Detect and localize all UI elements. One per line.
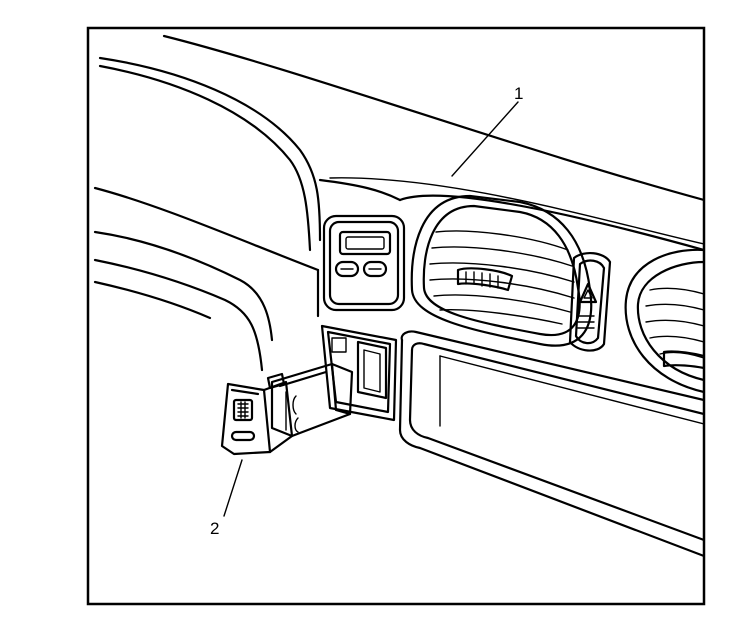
callout-1-label: 1 xyxy=(514,84,523,103)
callout-2-leader xyxy=(223,459,243,517)
callout-2-label: 2 xyxy=(210,519,219,538)
storage-pocket xyxy=(398,330,704,558)
center-air-vent xyxy=(410,194,593,347)
dash-top-contour xyxy=(98,34,704,252)
hazard-switch xyxy=(568,252,612,352)
callout-1-leader xyxy=(451,101,519,177)
display-control xyxy=(322,214,406,312)
switch-assembly xyxy=(220,362,354,456)
figure-frame xyxy=(86,26,706,606)
right-air-vent xyxy=(624,248,704,394)
lower-trim-lines xyxy=(93,186,320,372)
